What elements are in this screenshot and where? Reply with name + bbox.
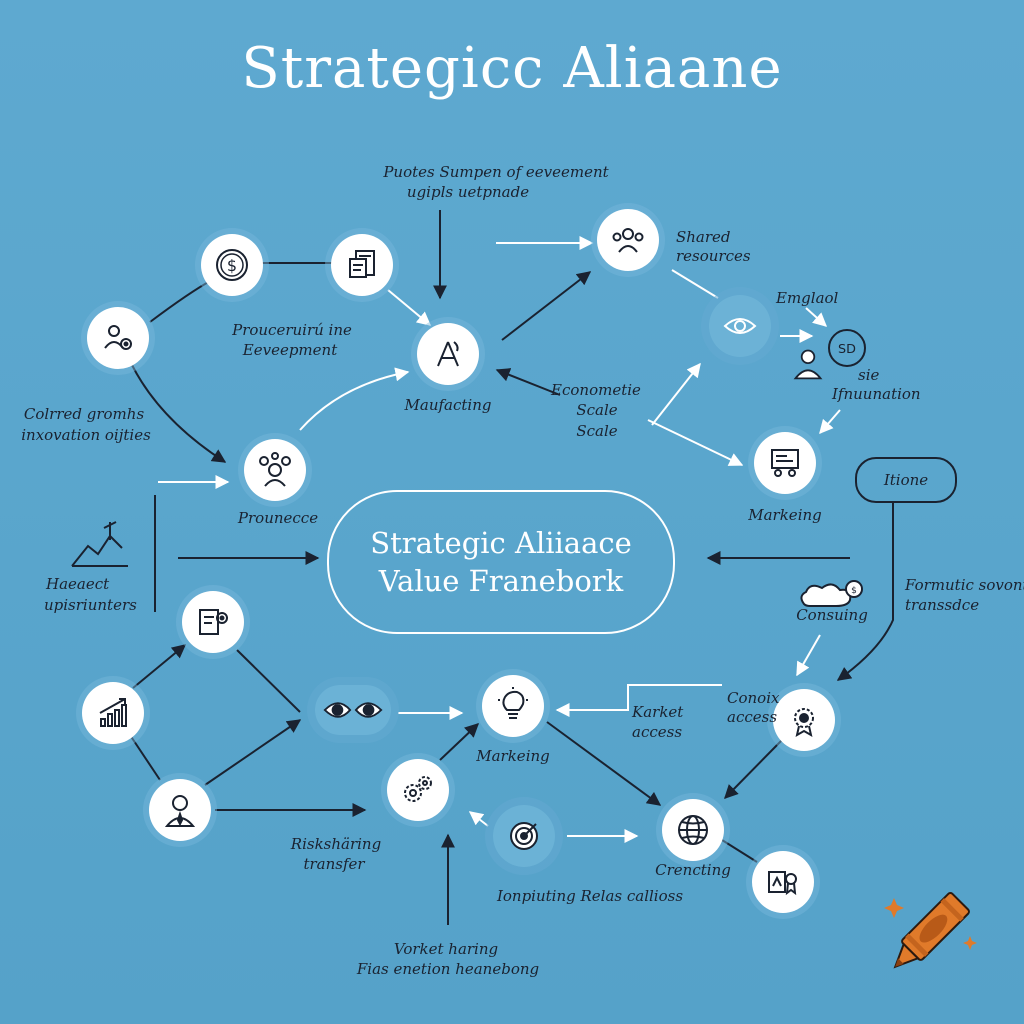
growth-chart-icon [82, 682, 144, 744]
formatic-label-1: Formutic sovont [905, 576, 1024, 594]
prounecce-label: Prounecce [237, 509, 319, 527]
page-title: Strategicc Aliaane [241, 36, 783, 101]
vorket-label-2: Fias enetion heanebong [356, 960, 540, 978]
document-gear-icon [182, 591, 244, 653]
colred-label-1: Colrred gromhs [23, 405, 145, 423]
cloud-badge-icon: $ [796, 576, 870, 612]
top-note-line-2: ugipls uetpnade [406, 183, 530, 201]
gears-icon [387, 759, 449, 821]
mountain-chart-icon [70, 518, 132, 570]
target-icon [493, 805, 555, 867]
conoix-label-1: Conoix [727, 689, 780, 707]
manufacturing-label: Maufacting [404, 396, 492, 414]
market-access-label-1: Karket [632, 703, 684, 721]
svg-text:$: $ [227, 256, 237, 275]
itione-tag: Itione [855, 457, 957, 503]
formatic-label-2: transsdce [905, 596, 980, 614]
sd-badge-icon: SD [828, 329, 866, 367]
ideas-people-icon [244, 439, 306, 501]
center-line-1: Strategic Aliiaace [370, 526, 632, 560]
dollar-coin-icon: $ [201, 234, 263, 296]
svg-text:SD: SD [838, 342, 856, 357]
meeting-board-icon [754, 432, 816, 494]
economic-label-1: Econometie [551, 381, 641, 399]
market-access-label-2: access [632, 723, 683, 741]
harvest-label-2: upisriunters [44, 596, 137, 614]
compass-tool-icon [417, 323, 479, 385]
colred-label-2: inxovation oijties [21, 426, 151, 444]
crenting-label: Crencting [655, 861, 731, 879]
award-gear-icon [773, 689, 835, 751]
impacting-label: Ionpiuting Relas callioss [496, 887, 684, 905]
businessman-icon [149, 779, 211, 841]
conoix-label-2: access [727, 708, 778, 726]
procurement-label-2: Eeveepment [242, 341, 338, 359]
procurement-label-1: Prouceruirú ine [232, 321, 352, 339]
economic-label-3: Scale [576, 422, 618, 440]
documents-icon [331, 234, 393, 296]
harvest-label-1: Haeaect [46, 575, 110, 593]
center-framework: Strategic Aliiaace Value Franebork [327, 490, 675, 634]
shared-label-1: Shared [676, 228, 731, 246]
risk-label-2: transfer [303, 855, 365, 873]
economic-label-2: Scale [576, 401, 618, 419]
risk-label-1: Riskshäring [290, 835, 382, 853]
vorket-label-1: Vorket haring [393, 940, 499, 958]
team-gears-icon [87, 307, 149, 369]
itione-label: Itione [883, 470, 929, 489]
person-icon [790, 346, 826, 382]
team-people-icon [597, 209, 659, 271]
center-line-2: Value Franebork [378, 564, 624, 598]
info-label-2: Ifnuunation [832, 385, 921, 403]
crayon-icon [872, 870, 992, 990]
shared-label-2: resources [676, 247, 751, 265]
lightbulb-icon [482, 675, 544, 737]
eye-icon [709, 295, 771, 357]
certificate-icon [752, 851, 814, 913]
money-eyes-icon [315, 685, 391, 735]
info-label-1: sie [858, 366, 880, 384]
marketing-bottom-label: Markeing [476, 747, 550, 765]
marketing-top-label: Markeing [748, 506, 822, 524]
consuming-label: Consuing [796, 606, 868, 624]
svg-text:$: $ [851, 586, 857, 596]
globe-icon [662, 799, 724, 861]
emglaol-label: Emglaol [776, 289, 839, 307]
top-note-line-1: Puotes Sumpen of eeveement [383, 163, 609, 181]
